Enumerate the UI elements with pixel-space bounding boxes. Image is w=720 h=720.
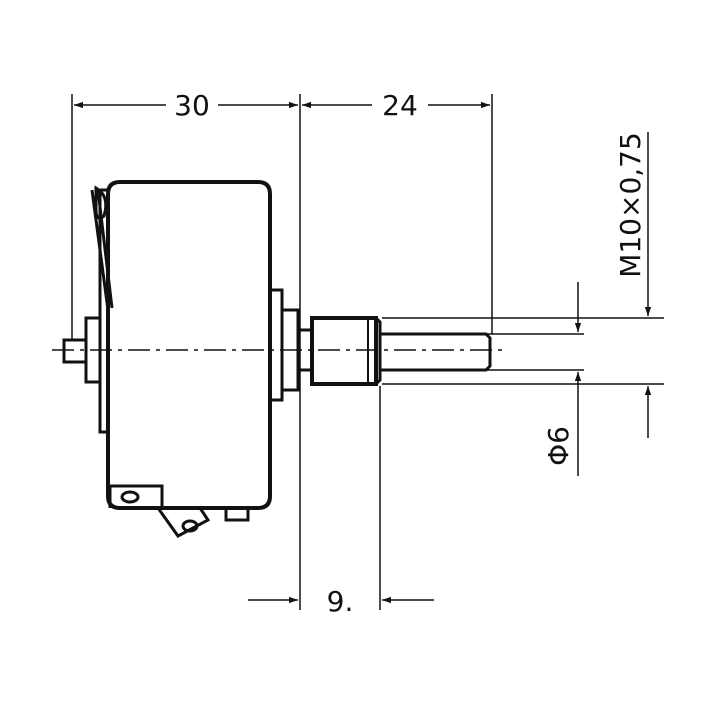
- extension-lines: [71, 94, 664, 610]
- potentiometer-body: [62, 180, 300, 538]
- dimension-label-diameter: Φ6: [542, 426, 575, 466]
- dimension-label-thread: M10×0,75: [614, 132, 647, 278]
- dimension-thread-size: M10×0,75: [614, 132, 652, 438]
- dimension-24: 24: [302, 89, 490, 122]
- dimension-diameter: Φ6: [542, 282, 582, 476]
- dimension-label-9: 9.: [327, 585, 354, 618]
- dimension-9: 9.: [248, 585, 434, 618]
- dimension-label-30: 30: [174, 89, 210, 122]
- shaft: [380, 332, 492, 372]
- dimension-30: 30: [74, 89, 298, 122]
- dimension-label-24: 24: [382, 89, 418, 122]
- threaded-bushing: [296, 316, 382, 386]
